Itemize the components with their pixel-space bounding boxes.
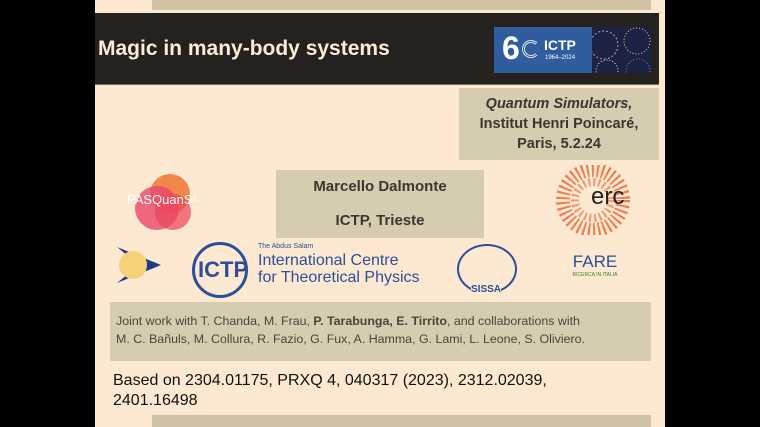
fare-subtitle: RICERCA IN ITALIA — [572, 272, 618, 278]
ictp-small: The Abdus Salam — [258, 243, 314, 250]
author-box: Marcello Dalmonte ICTP, Trieste — [276, 170, 484, 238]
ictp-logo: ICTP The Abdus Salam International Centr… — [192, 240, 432, 300]
fare-logo: FARE RICERCA IN ITALIA — [545, 252, 645, 286]
logo-years: 1964–2024 — [545, 55, 576, 61]
title-bar: Magic in many-body systems 6 ICTP 1964–2… — [95, 13, 659, 85]
sissa-text: SISSA — [471, 284, 502, 295]
venue-box: Quantum Simulators, Institut Henri Poinc… — [459, 88, 659, 160]
institution-logo — [117, 245, 162, 285]
references: Based on 2304.01175, PRXQ 4, 040317 (202… — [113, 371, 547, 411]
slide-title: Magic in many-body systems — [98, 37, 390, 60]
venue-location: Institut Henri Poincaré, — [479, 116, 639, 132]
erc-logo: erc — [555, 165, 640, 235]
bottom-band — [152, 415, 651, 427]
top-band — [152, 0, 651, 10]
references-line1: Based on 2304.01175, PRXQ 4, 040317 (202… — [113, 372, 547, 389]
logo-name: ICTP — [544, 37, 576, 53]
author-name: Marcello Dalmonte — [313, 178, 447, 195]
ictp-line1: International Centre — [258, 252, 399, 269]
author-affiliation: ICTP, Trieste — [335, 212, 425, 229]
erc-text: erc — [591, 183, 625, 210]
ictp-60-logo: 6 ICTP 1964–2024 — [494, 27, 592, 73]
collaborators-line2: M. C. Bañuls, M. Collura, R. Fazio, G. F… — [116, 332, 585, 346]
fare-text: FARE — [572, 252, 618, 271]
venue-conference: Quantum Simulators, — [485, 96, 633, 112]
pasquans-text: PASQuanS² — [127, 192, 197, 207]
collaborators-line1: Joint work with T. Chanda, M. Frau, P. T… — [116, 314, 580, 328]
slide: Magic in many-body systems 6 ICTP 1964–2… — [95, 0, 665, 427]
venue-date: Paris, 5.2.24 — [517, 136, 601, 152]
ictp-abbr: ICTP — [198, 257, 249, 282]
collaborators-box: Joint work with T. Chanda, M. Frau, P. T… — [110, 302, 651, 361]
references-line2: 2401.16498 — [113, 392, 198, 409]
ictp-circle — [192, 242, 248, 298]
rings-icon — [522, 40, 540, 58]
ictp-line2: for Theoretical Physics — [258, 269, 420, 286]
sissa-logo: SISSA — [457, 244, 519, 298]
ictp-60-pattern — [589, 27, 651, 84]
logo-number: 6 — [502, 30, 520, 66]
pasquans-logo: PASQuanS² — [125, 172, 210, 234]
